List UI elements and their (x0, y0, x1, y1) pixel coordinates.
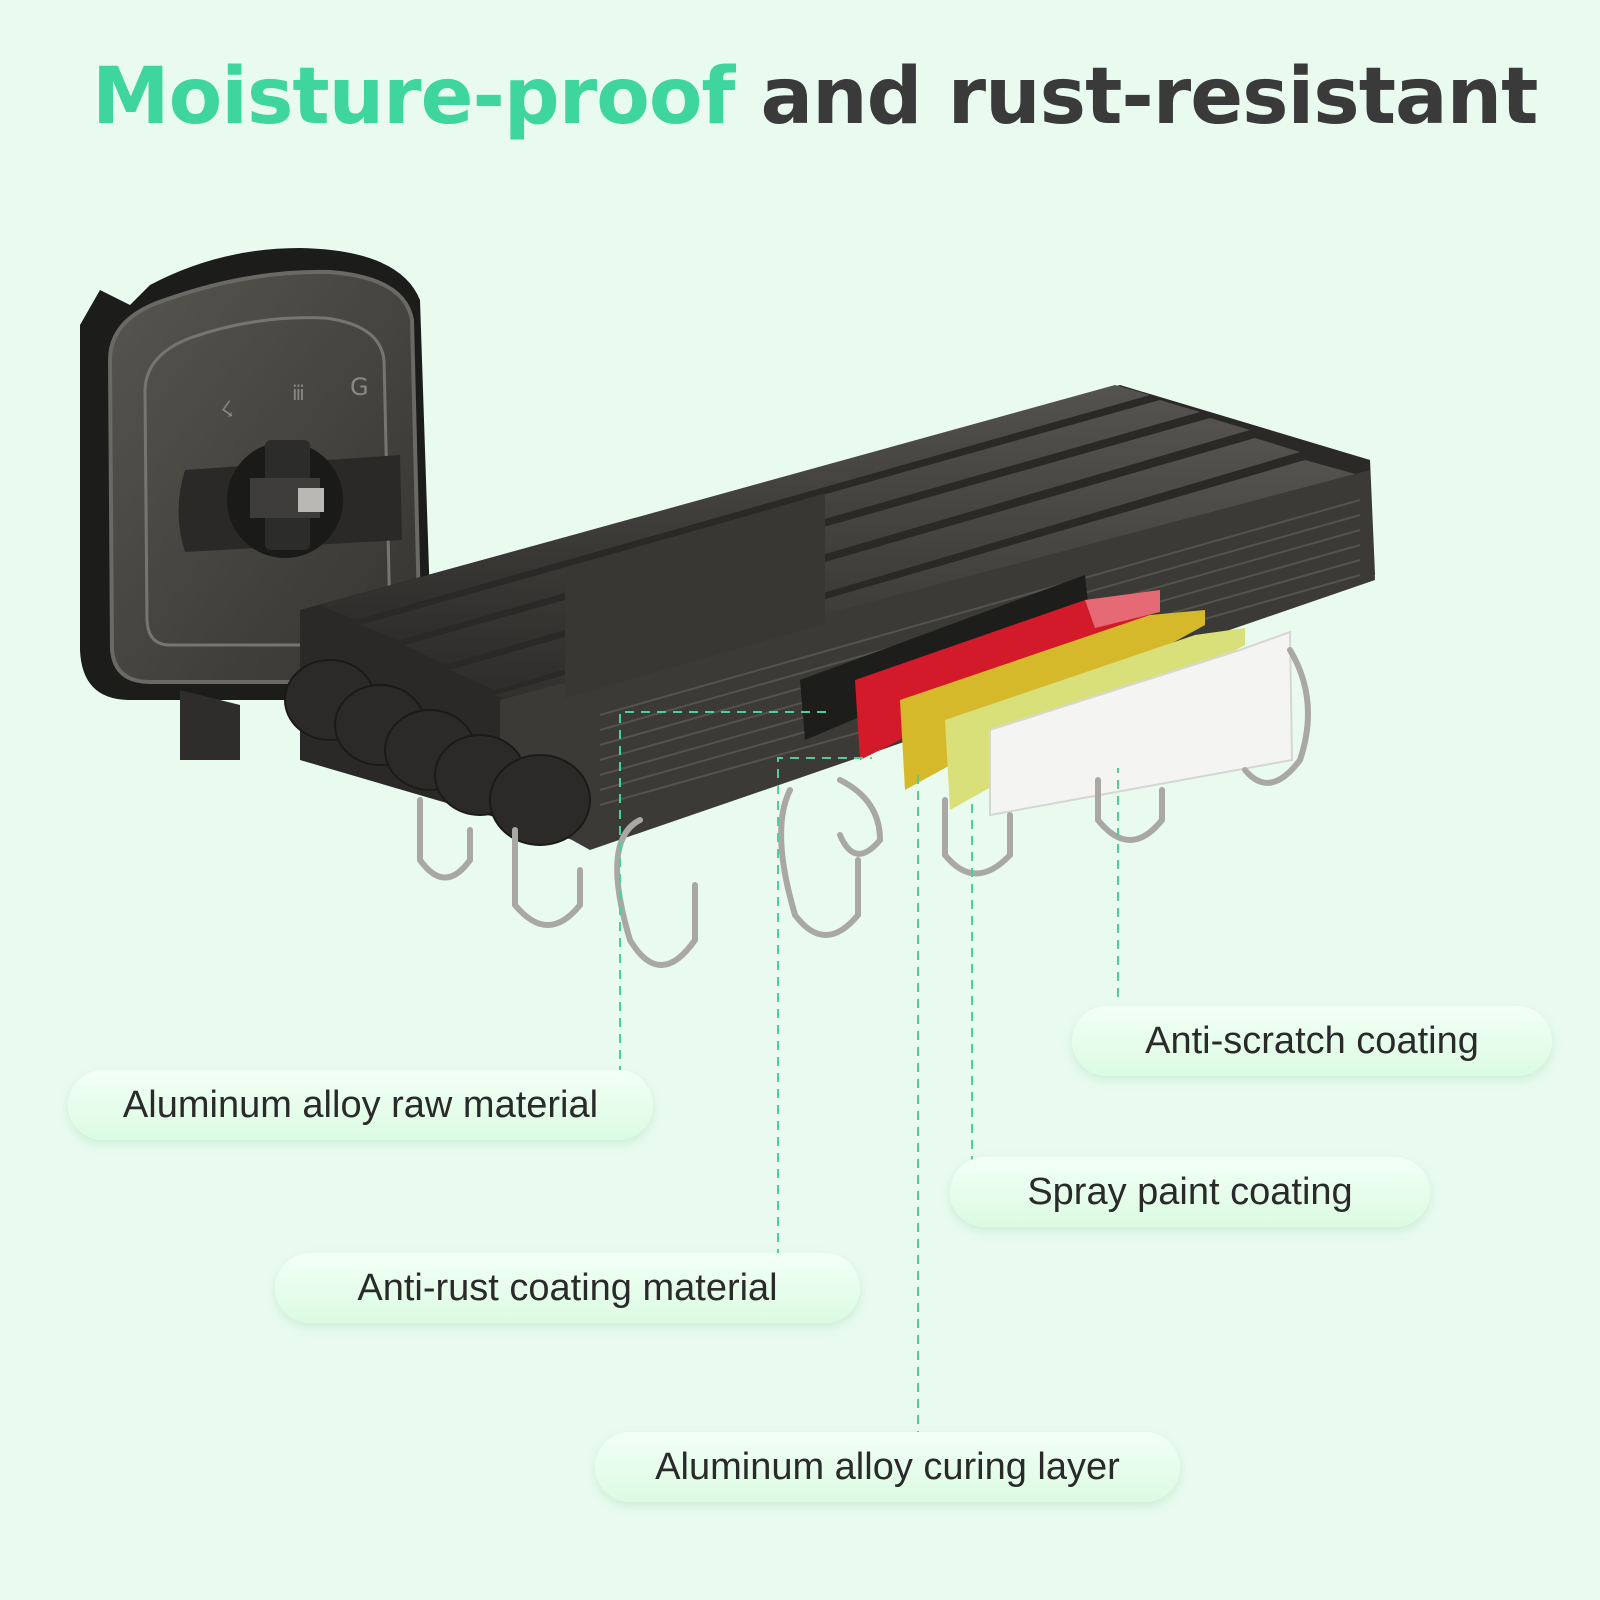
leader-line-aluminum-raw (619, 711, 830, 1075)
leader-line-anti-rust (777, 757, 872, 1258)
callout-spray-paint-coating: Spray paint coating (950, 1157, 1430, 1227)
callout-anti-rust-coating-material: Anti-rust coating material (275, 1253, 860, 1323)
headline-accent: Moisture-proof (92, 52, 735, 142)
headline-rest: and rust-resistant (734, 52, 1538, 142)
callout-aluminum-alloy-curing-layer: Aluminum alloy curing layer (595, 1432, 1180, 1502)
s-hooks (417, 647, 1311, 968)
callout-aluminum-alloy-raw-material: Aluminum alloy raw material (68, 1070, 653, 1140)
wall-mount-plate: ☇ ⅲ G (80, 248, 432, 760)
leader-lines (619, 711, 1119, 1440)
callout-anti-scratch-coating: Anti-scratch coating (1072, 1006, 1552, 1076)
svg-text:ⅲ: ⅲ (292, 381, 305, 405)
coating-layers (800, 575, 1294, 817)
page-title: Moisture-proof and rust-resistant (92, 52, 1538, 142)
folded-arms (284, 385, 1375, 850)
svg-text:☇: ☇ (219, 397, 236, 424)
svg-text:G: G (350, 373, 369, 401)
